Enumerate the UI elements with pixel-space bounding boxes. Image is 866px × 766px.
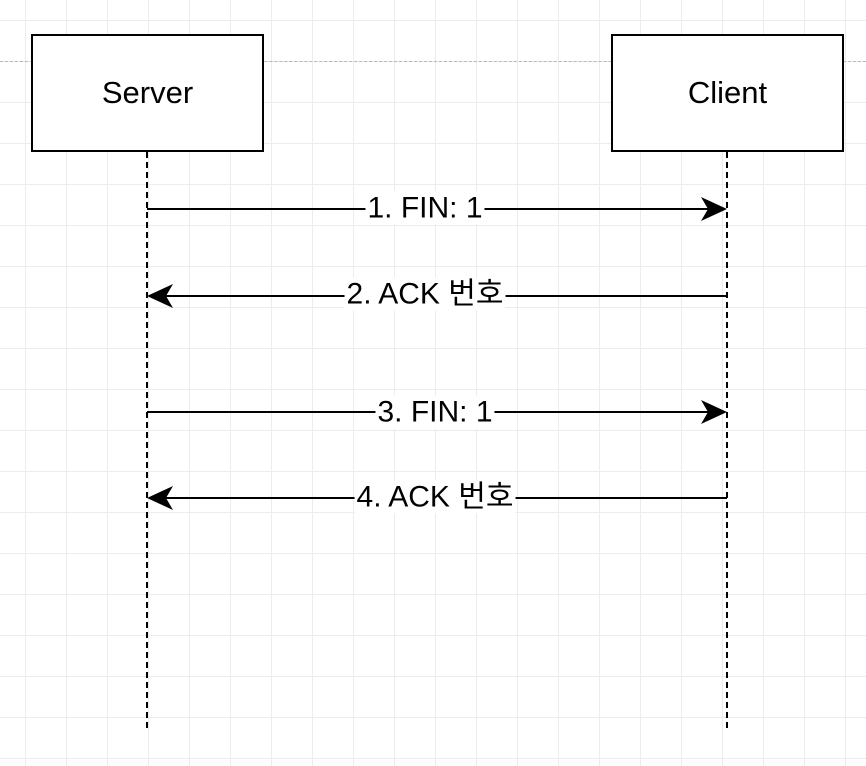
message-label-1: 1. FIN: 1 xyxy=(365,191,485,225)
participant-client: Client xyxy=(611,34,844,152)
participant-server-label: Server xyxy=(101,75,194,110)
message-label-4: 4. ACK 번호 xyxy=(354,480,516,514)
arrowhead-3 xyxy=(701,400,727,424)
arrowhead-4 xyxy=(147,486,173,510)
arrowhead-2 xyxy=(147,284,173,308)
message-label-3: 3. FIN: 1 xyxy=(375,395,495,429)
message-label-2: 2. ACK 번호 xyxy=(344,277,506,311)
page-boundary-guide xyxy=(0,61,866,62)
participant-client-label: Client xyxy=(687,75,768,110)
participant-server: Server xyxy=(31,34,264,152)
arrowhead-1 xyxy=(701,197,727,221)
